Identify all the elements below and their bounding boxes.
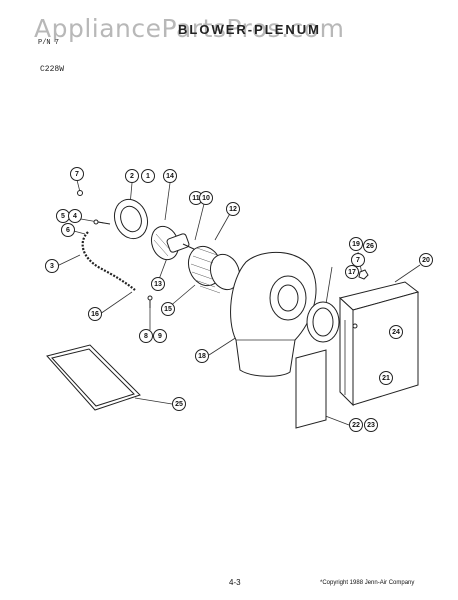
blower-wheel-part (187, 245, 241, 294)
callout-3-label: 3 (50, 263, 54, 270)
callout-2-label: 2 (130, 173, 134, 180)
gasket-part (306, 301, 340, 343)
filter-part (46, 344, 141, 411)
callout-11-label: 11 (192, 195, 200, 202)
callout-7-right-label: 7 (356, 257, 360, 264)
callout-7-right: 7 (351, 253, 365, 267)
model-number: C228W (40, 65, 65, 74)
wire-harness-part (81, 231, 136, 291)
callout-6: 6 (61, 223, 75, 237)
nut-part (358, 269, 369, 280)
callout-14: 14 (163, 169, 177, 183)
callout-14-label: 14 (166, 173, 174, 180)
callout-12: 12 (226, 202, 240, 216)
callout-1: 1 (141, 169, 155, 183)
callout-8-label: 8 (144, 333, 148, 340)
callout-24-label: 24 (392, 329, 400, 336)
callout-6-label: 6 (66, 227, 70, 234)
callout-7-top: 7 (70, 167, 84, 181)
callout-25: 25 (172, 397, 186, 411)
callout-17-label: 17 (348, 269, 356, 276)
callout-20-label: 20 (422, 257, 430, 264)
callout-17: 17 (345, 265, 359, 279)
callout-8: 8 (139, 329, 153, 343)
flange-ring-part (113, 198, 149, 240)
callout-24: 24 (389, 325, 403, 339)
page-number: 4-3 (229, 578, 241, 587)
callout-9-label: 9 (158, 333, 162, 340)
copyright-notice: *Copyright 1988 Jenn-Air Company (320, 580, 415, 586)
callout-2: 2 (125, 169, 139, 183)
callout-10: 10 (199, 191, 213, 205)
blower-housing-part (230, 251, 317, 377)
callout-5-label: 5 (61, 213, 65, 220)
part-number-line: P/N 7 (38, 39, 60, 47)
screw-part (77, 190, 83, 196)
motor-part (150, 225, 197, 261)
callout-15: 15 (161, 302, 175, 316)
callout-5: 5 (56, 209, 70, 223)
cover-panel-part (295, 349, 327, 429)
callout-21: 21 (379, 371, 393, 385)
watermark: AppliancePartsPros.com (34, 14, 345, 43)
callout-16-label: 16 (91, 311, 99, 318)
callout-26-label: 26 (366, 243, 374, 250)
page-title: BLOWER-PLENUM (178, 22, 321, 37)
callout-19: 19 (349, 237, 363, 251)
callout-10-label: 10 (202, 195, 210, 202)
callout-4: 4 (68, 209, 82, 223)
callout-4-label: 4 (73, 213, 77, 220)
callout-26: 26 (363, 239, 377, 253)
plenum-box-part (338, 281, 420, 407)
callout-16: 16 (88, 307, 102, 321)
callout-19-label: 19 (352, 241, 360, 248)
callout-13-label: 13 (154, 281, 162, 288)
callout-25-label: 25 (175, 401, 183, 408)
callout-22-label: 22 (352, 422, 360, 429)
callout-1-label: 1 (146, 173, 150, 180)
screw-part-4 (93, 219, 111, 225)
callout-15-label: 15 (164, 306, 172, 313)
callout-23-label: 23 (367, 422, 375, 429)
callout-3: 3 (45, 259, 59, 273)
callout-20: 20 (419, 253, 433, 267)
callout-13: 13 (151, 277, 165, 291)
callout-18-label: 18 (198, 353, 206, 360)
callout-7-top-label: 7 (75, 171, 79, 178)
screw-part-8 (147, 295, 153, 308)
callout-9: 9 (153, 329, 167, 343)
callout-21-label: 21 (382, 375, 390, 382)
callout-22: 22 (349, 418, 363, 432)
callout-23: 23 (364, 418, 378, 432)
callout-12-label: 12 (229, 206, 237, 213)
callout-18: 18 (195, 349, 209, 363)
